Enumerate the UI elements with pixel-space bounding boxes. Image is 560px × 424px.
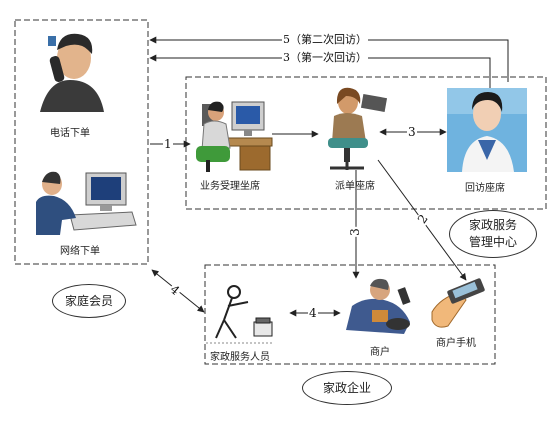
group-service-center-line2: 管理中心: [468, 235, 517, 249]
label-step3: 3: [407, 125, 417, 139]
phone-caller-icon: [40, 33, 104, 112]
dispatch-desk-icon: [328, 87, 388, 170]
label-step4: 4: [308, 306, 318, 320]
label-web-order: 网络下单: [60, 246, 100, 257]
group-service-center-line1: 家政服务: [468, 218, 517, 232]
service-desk-icon: [196, 101, 273, 172]
label-step1: 1: [163, 137, 173, 151]
label-first-callback: 3（第一次回访）: [282, 51, 368, 64]
home-member-box: [14, 19, 149, 265]
callback-desk-icon: [447, 88, 527, 172]
enterprise-box: [204, 264, 496, 365]
group-home-member: 家庭会员: [52, 284, 126, 318]
arrow-second-callback: [149, 36, 509, 82]
toolbox-icon: [253, 317, 273, 337]
label-merchant: 商户: [370, 347, 390, 358]
label-dispatch-desk: 派单座席: [335, 181, 375, 192]
label-second-callback: 5（第二次回访）: [282, 33, 368, 46]
label-callback-desk: 回访座席: [465, 183, 505, 194]
merchant-icon: [346, 278, 411, 334]
service-staff-icon: [215, 285, 249, 339]
web-user-icon: [36, 171, 137, 235]
merchant-phone-icon: [431, 278, 485, 328]
label-service-staff: 家政服务人员: [210, 352, 270, 363]
arrow-first-callback: [149, 54, 491, 90]
group-enterprise: 家政企业: [302, 371, 392, 405]
label-phone-order: 电话下单: [50, 128, 90, 139]
group-service-center: 家政服务 管理中心: [449, 210, 537, 258]
label-step3-down: 3: [347, 227, 362, 237]
label-service-desk: 业务受理坐席: [200, 181, 260, 192]
label-merchant-phone: 商户手机: [436, 338, 476, 349]
